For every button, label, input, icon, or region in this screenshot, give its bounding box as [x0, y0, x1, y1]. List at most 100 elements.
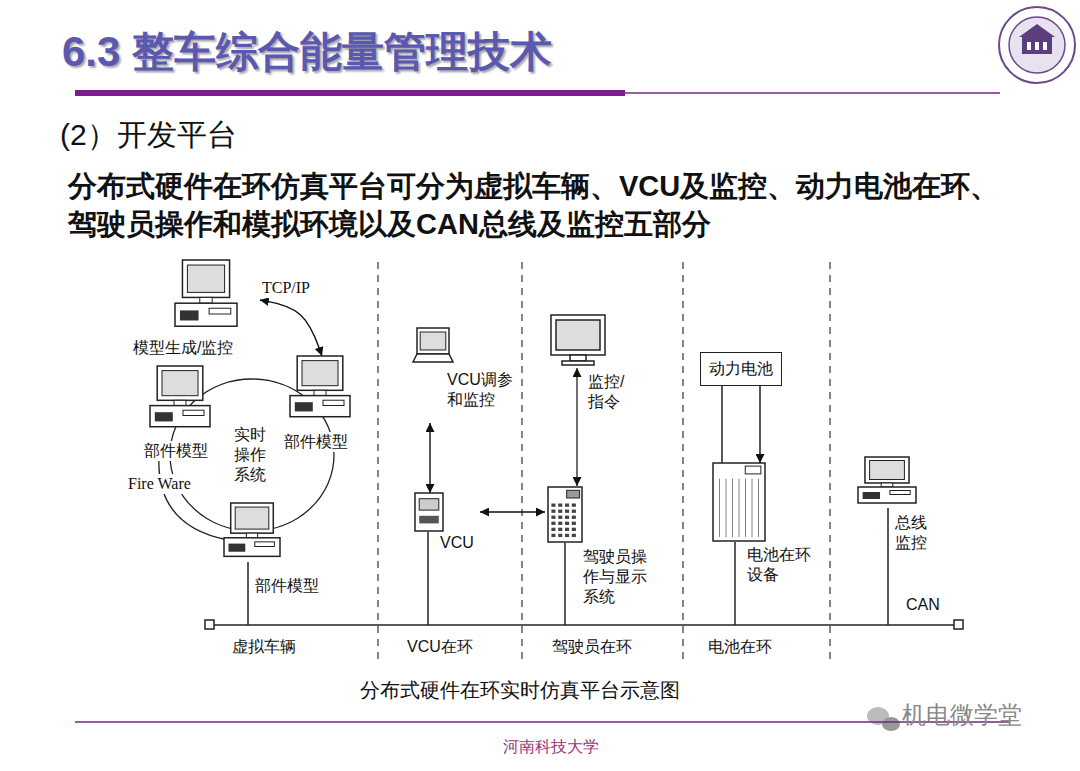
drawing-part	[224, 538, 280, 557]
drawing-part	[865, 457, 909, 483]
drawing-part	[521, 262, 522, 660]
battery-wire	[721, 386, 723, 463]
battery-box: 动力电池	[700, 352, 782, 386]
wechat-icon	[867, 707, 900, 731]
drawing-part	[551, 510, 555, 513]
drawing-part	[155, 412, 173, 421]
figure-caption: 分布式硬件在环实时仿真平台示意图	[360, 678, 680, 703]
drawing-part	[415, 493, 443, 531]
drawing-part	[1022, 36, 1052, 54]
drawing-part	[231, 503, 274, 533]
drawing-part	[558, 528, 562, 531]
drawing-part	[565, 534, 569, 537]
pc-icon	[858, 457, 916, 507]
node-label: 部件模型	[144, 441, 208, 461]
drawing-part	[558, 504, 562, 507]
ring-label: 实时操作系统	[234, 425, 268, 485]
driver-console-node: 驾驶员操作与显示系统	[545, 487, 660, 615]
drawing-part	[572, 522, 576, 525]
drawing-part	[713, 463, 765, 541]
drawing-part	[719, 479, 720, 537]
drawing-part	[890, 491, 910, 495]
pc-icon	[224, 503, 280, 561]
drawing-part	[726, 479, 727, 537]
computer-node: 部件模型	[280, 356, 370, 456]
drawing-part	[228, 544, 245, 552]
drawing-part	[558, 534, 562, 537]
node-label: 部件模型	[284, 432, 348, 452]
drawing-part	[745, 479, 746, 537]
node-label: 总线监控	[895, 513, 931, 553]
drawing-part	[565, 510, 569, 513]
pc-icon	[150, 366, 210, 432]
drawing-part	[290, 396, 350, 417]
drawing-part	[247, 562, 249, 625]
drawing-part	[205, 620, 214, 629]
drawing-part	[302, 361, 338, 386]
drawing-part	[739, 479, 740, 537]
subheading: (2）开发平台	[60, 116, 237, 154]
computer-node: 模型生成/监控	[130, 258, 260, 360]
section-label: VCU在环	[407, 637, 473, 657]
drawing-part	[999, 7, 1075, 83]
drawing-part	[314, 390, 326, 395]
drawing-part	[214, 624, 954, 626]
node-label: 驾驶员操作与显示系统	[583, 547, 653, 607]
drawing-part	[377, 262, 378, 660]
section-label: 电池在环	[708, 637, 772, 657]
drawing-part	[551, 504, 555, 507]
drawing-part	[745, 466, 761, 474]
drawing-part	[558, 522, 562, 525]
drawing-part	[576, 368, 577, 486]
drawing-part	[419, 516, 439, 524]
university-logo	[999, 7, 1075, 83]
drawing-part	[1035, 42, 1039, 50]
arrow-label: 监控/指令	[588, 372, 638, 412]
drawing-part	[75, 721, 1010, 723]
vcu-node: VCU	[410, 493, 480, 555]
drawing-part	[558, 516, 562, 519]
title-rule	[75, 90, 1000, 96]
drawing-part	[162, 371, 198, 396]
battery-rig-node: 电池在环设备	[705, 463, 815, 588]
drawing-part	[758, 479, 759, 537]
drawing-part	[572, 504, 576, 507]
connector-arrow	[480, 511, 545, 512]
connector-arrow	[429, 423, 430, 493]
watermark: 机电微学堂	[902, 700, 1022, 730]
drawing-part	[572, 516, 576, 519]
section-dividers	[378, 262, 830, 660]
section-label: 驾驶员在环	[552, 637, 632, 657]
drawing-part	[1043, 42, 1047, 50]
drawing-part	[551, 522, 555, 525]
drawing-part	[209, 308, 231, 314]
drawing-part	[858, 487, 916, 503]
node-label: VCU	[440, 533, 474, 553]
footer-text: 河南科技大学	[503, 737, 599, 757]
laptop-node: VCU调参和监控	[410, 328, 519, 423]
drawing-part	[150, 406, 210, 427]
drawing-part	[182, 260, 229, 297]
drawing-part	[734, 542, 736, 625]
drawing-part	[887, 508, 889, 625]
drawing-part	[551, 516, 555, 519]
drawing-part	[200, 297, 212, 303]
drawing-part	[323, 400, 344, 405]
drawing-part	[882, 717, 900, 731]
drawing-part	[551, 315, 605, 355]
drawing-part	[562, 361, 594, 365]
drawing-part	[565, 516, 569, 519]
drawing-part	[1019, 24, 1055, 37]
connector-arrow	[759, 386, 760, 463]
node-label: 动力电池	[709, 359, 773, 379]
drawing-part	[863, 492, 880, 499]
drawing-part	[157, 366, 203, 400]
section-label: 虚拟车辆	[232, 637, 296, 657]
edge-label: TCP/IP	[262, 278, 310, 298]
drawing-part	[564, 543, 566, 625]
drawing-part	[556, 320, 600, 350]
drawing-part	[732, 479, 733, 537]
cab-icon	[713, 463, 765, 541]
footer-rule	[75, 722, 1010, 723]
